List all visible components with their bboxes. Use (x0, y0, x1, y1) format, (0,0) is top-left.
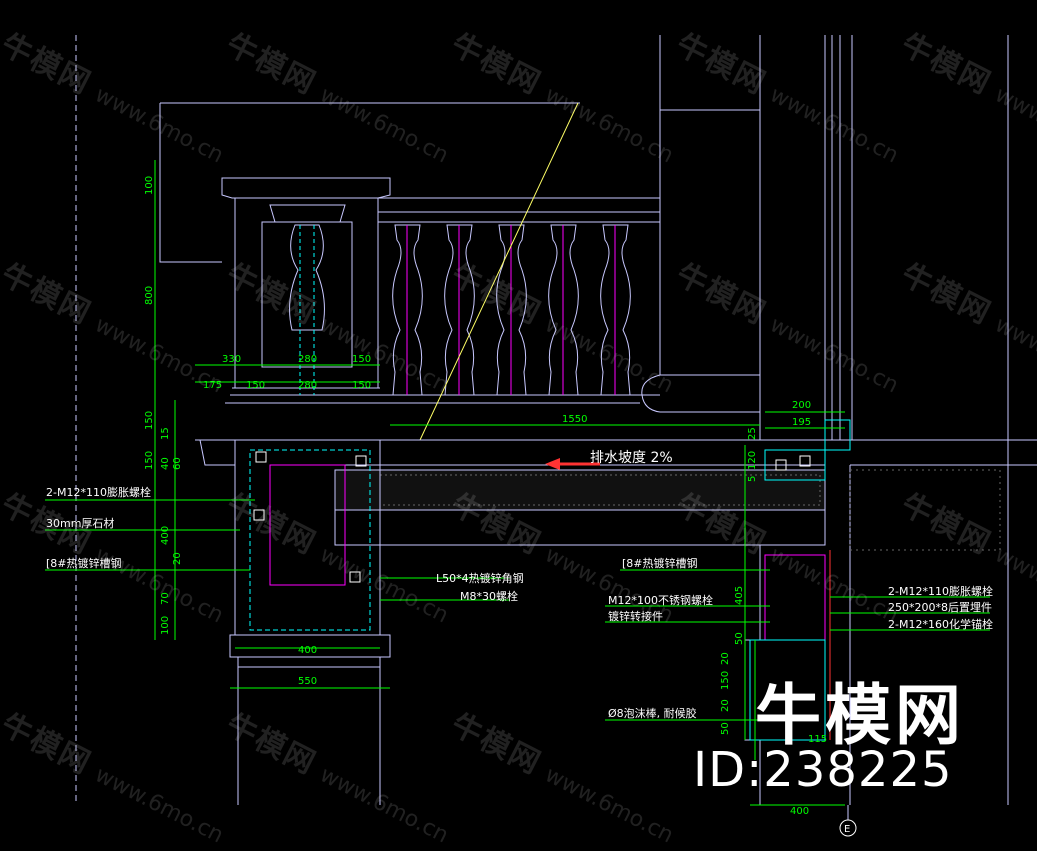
callout-labels: 2-M12*110膨胀螺栓 30mm厚石材 [8#热镀锌槽钢 L50*4热镀锌角… (46, 485, 993, 720)
vdim-20-a: 20 (720, 652, 731, 665)
callout-embed-plate: 250*200*8后置埋件 (888, 601, 992, 614)
slope-leader (419, 102, 579, 441)
callout-channel-left: [8#热镀锌槽钢 (46, 556, 122, 570)
site-logo-title: 牛模网 (755, 677, 965, 754)
newel-post (221, 177, 391, 404)
steel-frame (199, 439, 391, 805)
callout-foam-rod: Ø8泡沫棒, 耐候胶 (608, 706, 697, 720)
top-profile (159, 102, 580, 263)
dim-150-a: 150 (246, 380, 265, 391)
wall-hatch (849, 469, 1001, 551)
vdim-800: 800 (144, 286, 155, 305)
balustrade (378, 197, 660, 404)
callout-connector: 镀锌转接件 (608, 609, 663, 623)
axis-marker-label: E (844, 824, 850, 835)
detail-tags (253, 451, 811, 583)
dim-400-right: 400 (790, 806, 809, 817)
vdim-120: 120 (747, 451, 758, 470)
vdim-20: 20 (172, 552, 183, 565)
window-frame (749, 419, 851, 741)
baluster-centerlines (299, 225, 616, 395)
vdim-5: 5 (747, 476, 758, 482)
dim-280-top: 280 (298, 354, 317, 365)
vdim-50-b: 50 (720, 722, 731, 735)
callout-stone: 30mm厚石材 (46, 516, 114, 530)
dim-115: 115 (808, 734, 827, 745)
vdim-50-a: 50 (734, 632, 745, 645)
vdim-150-b: 150 (144, 451, 155, 470)
dim-550: 550 (298, 676, 317, 687)
dim-200: 200 (792, 400, 811, 411)
vdim-100-top: 100 (144, 176, 155, 195)
callout-m8-bolt: M8*30螺栓 (460, 589, 518, 603)
vertical-dimension-texts: 100 800 150 150 15 40 60 400 20 70 100 2… (144, 176, 827, 745)
vdim-150-a: 150 (144, 411, 155, 430)
callout-expansion-bolt: 2-M12*110膨胀螺栓 (46, 485, 151, 499)
wall-column (641, 109, 761, 440)
slope-label: 排水坡度 2% (590, 450, 673, 466)
vdim-40: 40 (160, 457, 171, 470)
dim-330: 330 (222, 354, 241, 365)
vdim-405: 405 (734, 586, 745, 605)
dim-1550: 1550 (562, 414, 587, 425)
vdim-150-r: 150 (720, 671, 731, 690)
dim-175: 175 (203, 380, 222, 391)
dim-150-top: 150 (352, 354, 371, 365)
dim-150-b: 150 (352, 380, 371, 391)
vdim-70: 70 (160, 592, 171, 605)
dim-280-b: 280 (298, 380, 317, 391)
callout-chemical-anchor: 2-M12*160化学锚栓 (888, 617, 993, 631)
axis-marker: E (839, 805, 857, 837)
dim-195: 195 (792, 417, 811, 428)
slope-arrow (545, 458, 600, 470)
vdim-100-bottom: 100 (160, 616, 171, 635)
vdim-25: 25 (747, 427, 758, 440)
callout-expansion-bolt-right: 2-M12*110膨胀螺栓 (888, 584, 993, 598)
vdim-20-b: 20 (720, 699, 731, 712)
dim-400-bottom: 400 (298, 645, 317, 656)
vdim-60: 60 (172, 457, 183, 470)
callout-angle-steel: L50*4热镀锌角钢 (436, 571, 524, 585)
callout-m12-bolt: M12*100不锈钢螺栓 (608, 593, 713, 607)
site-logo-id: ID:238225 (693, 742, 953, 798)
callout-channel-right: [8#热镀锌槽钢 (622, 556, 698, 570)
vdim-15: 15 (160, 427, 171, 440)
dimension-lines (154, 160, 845, 806)
dimension-texts: 330 280 150 175 150 280 150 1550 200 195… (203, 354, 811, 817)
vdim-400: 400 (160, 526, 171, 545)
callout-leaders (45, 499, 990, 721)
